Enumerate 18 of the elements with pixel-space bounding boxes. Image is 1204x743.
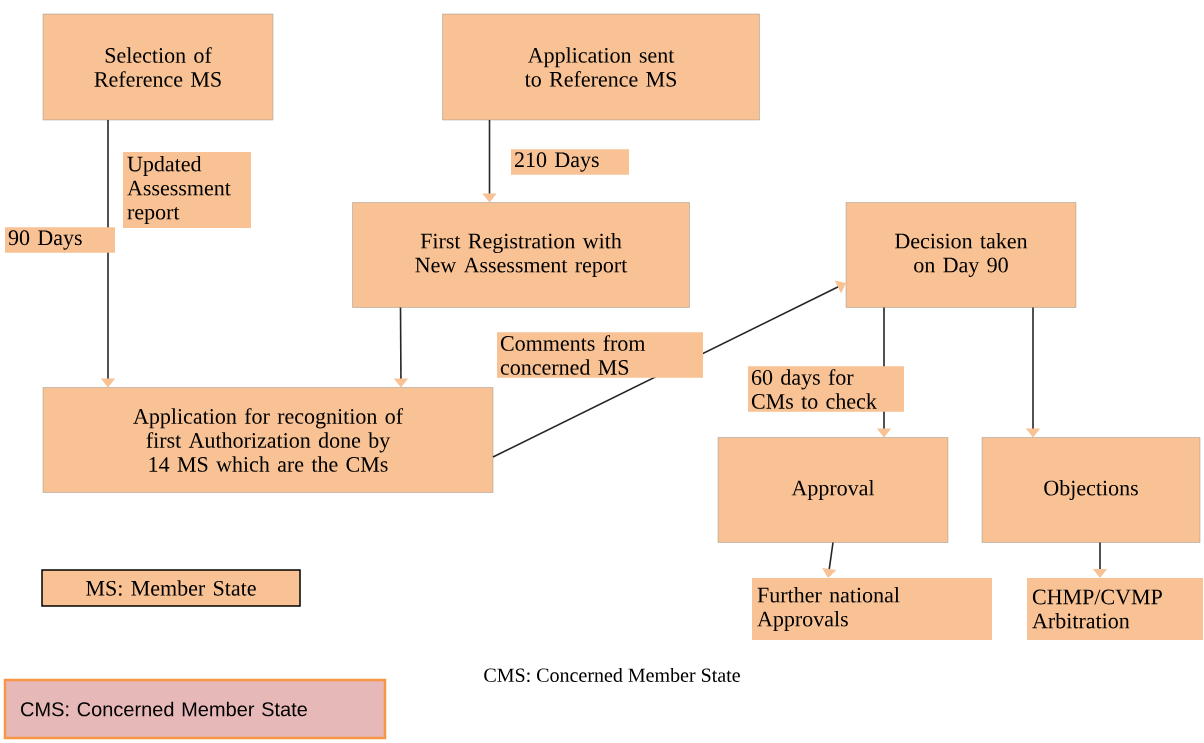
process-box: Selection of Reference MS xyxy=(42,13,274,121)
edge-label: 210 Days xyxy=(511,149,629,175)
process-box: Application sent to Reference MS xyxy=(442,13,760,121)
edge-label: 90 Days xyxy=(5,227,115,253)
result-box: CHMP/CVMP Arbitration xyxy=(1027,578,1203,640)
process-box: Approval xyxy=(717,437,949,543)
result-box: Further national Approvals xyxy=(752,578,992,640)
arrow xyxy=(822,541,837,578)
note-label: Updated Assessment report xyxy=(123,152,251,228)
caption-text: CMS: Concerned Member State xyxy=(484,667,740,683)
key-box: MS: Member State xyxy=(41,569,301,607)
process-box: Decision taken on Day 90 xyxy=(845,202,1077,308)
process-box: Objections xyxy=(981,437,1201,543)
note-box: CMS: Concerned Member State xyxy=(3,678,387,740)
process-box: First Registration with New Assessment report xyxy=(352,202,690,308)
edge-label: 60 days for CMs to check xyxy=(748,366,904,412)
edge-label: Comments from concerned MS xyxy=(497,332,703,378)
process-box: Application for recognition of first Authorization done by 14 MS which are the CMs xyxy=(42,387,494,493)
